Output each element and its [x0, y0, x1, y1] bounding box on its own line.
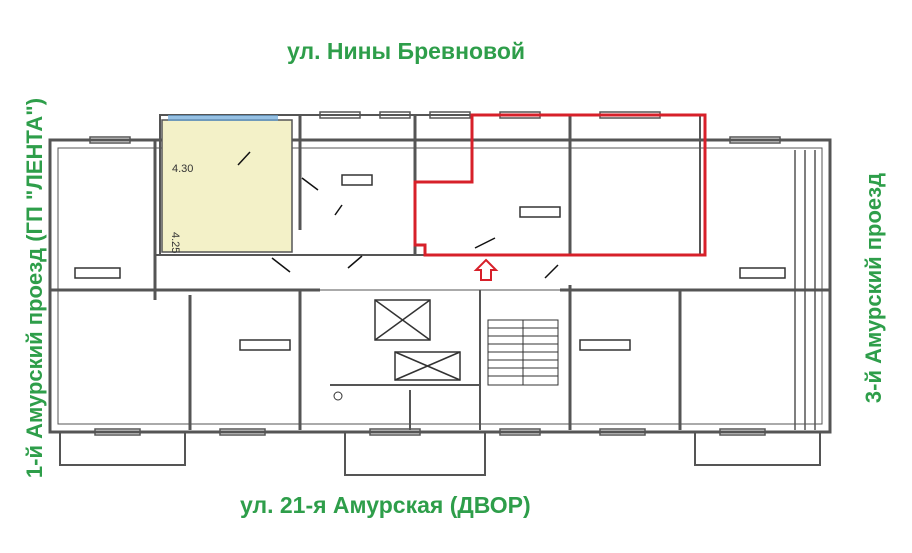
- building-walls: [48, 114, 832, 434]
- window: [94, 428, 141, 436]
- sink-fixture: [239, 339, 291, 351]
- window: [379, 111, 411, 119]
- dimension-depth-label: 4.25: [169, 232, 181, 253]
- window: [729, 136, 781, 144]
- outer-wall-inner-line: [57, 147, 823, 425]
- street-label-left: 1-й Амурский проезд (ГП "ЛЕНТА"): [22, 97, 47, 479]
- street-label-top: ул. Нины Бревновой: [287, 38, 526, 64]
- marker-circle: [333, 391, 343, 401]
- door-swings: [237, 151, 559, 279]
- windows-bottom: [94, 428, 766, 436]
- door-swing: [301, 177, 319, 191]
- window: [168, 115, 278, 121]
- elevator-cross-icon: [394, 351, 461, 381]
- door-swing: [474, 237, 496, 249]
- street-label-right: 3-й Амурский проезд: [861, 172, 886, 404]
- window: [429, 111, 471, 119]
- door-swing: [334, 204, 343, 216]
- outer-wall: [48, 138, 832, 434]
- window: [369, 428, 421, 436]
- sink-fixture: [739, 267, 786, 279]
- sink-fixture: [74, 267, 121, 279]
- sink-fixture: [579, 339, 631, 351]
- arrow-up-outline-icon: [473, 258, 499, 281]
- window: [319, 111, 361, 119]
- right-balcony: [794, 150, 816, 430]
- dimension-width-label: 4.30: [172, 163, 193, 175]
- elevator-cross-icon: [374, 299, 431, 341]
- window: [719, 428, 766, 436]
- window: [499, 428, 541, 436]
- window: [599, 428, 646, 436]
- elevator-cross-line: [374, 299, 431, 341]
- balcony: [344, 432, 486, 476]
- sink-fixture: [519, 206, 561, 218]
- balconies-bottom: [59, 432, 821, 476]
- balcony-room: [161, 119, 293, 253]
- sink-fixture: [341, 174, 373, 186]
- highlighted-apartment-outline: [413, 113, 707, 257]
- balcony: [59, 432, 186, 466]
- elevator-block: [374, 299, 461, 381]
- elevator-cross-line: [394, 351, 461, 381]
- door-swing: [347, 255, 363, 269]
- window: [89, 136, 131, 144]
- window: [219, 428, 266, 436]
- door-swing: [271, 257, 291, 273]
- balcony: [694, 432, 821, 466]
- staircase-icon: [487, 319, 559, 386]
- fixtures: [74, 174, 786, 351]
- door-swing: [237, 151, 251, 166]
- door-swing: [544, 264, 559, 279]
- street-label-bottom: ул. 21-я Амурская (ДВОР): [240, 492, 531, 518]
